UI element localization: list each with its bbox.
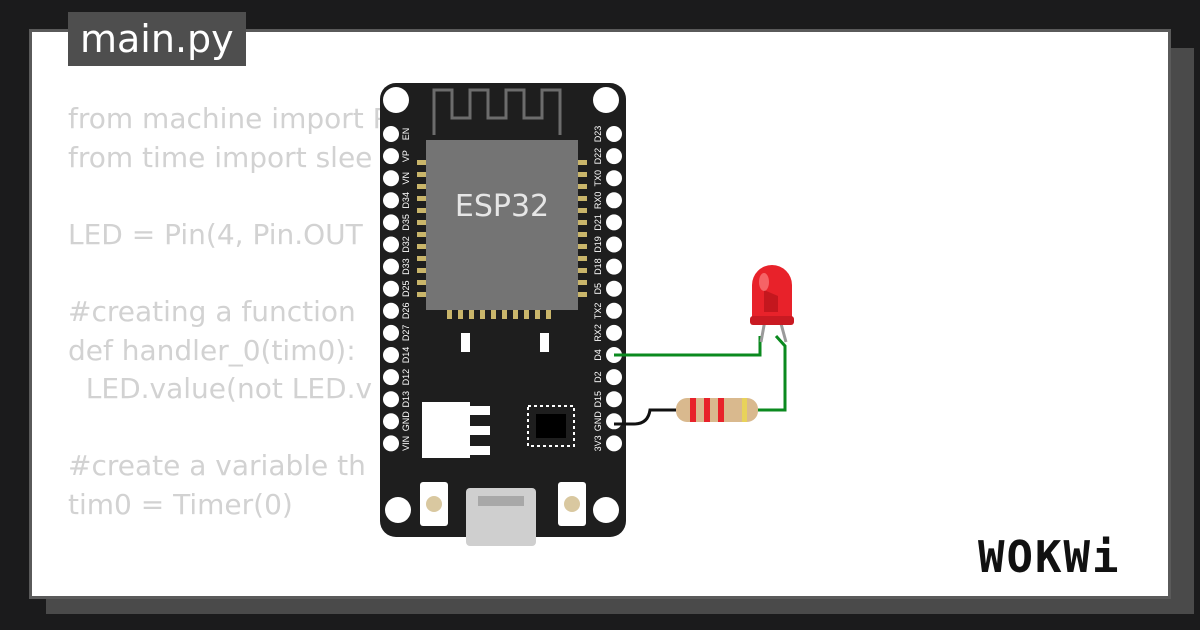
- pin-label: D18: [593, 258, 603, 275]
- mounting-hole: [593, 497, 619, 523]
- header-pin-vin[interactable]: [383, 435, 399, 452]
- wokwi-logo: WOKWi: [978, 532, 1121, 583]
- header-pin-d27[interactable]: [383, 324, 399, 341]
- pin-label: D4: [593, 349, 603, 361]
- antenna-trace: [432, 88, 562, 135]
- header-pin-d13[interactable]: [383, 391, 399, 408]
- pin-label: D13: [401, 391, 411, 408]
- reset-button[interactable]: [558, 482, 586, 526]
- pin-label: D5: [593, 283, 603, 295]
- header-pin-rx2[interactable]: [606, 324, 622, 341]
- wire-d4-to-led: [614, 336, 762, 357]
- header-pin-vn[interactable]: [383, 170, 399, 187]
- wire-resistor-to-led: [756, 334, 787, 412]
- module-pads: [417, 160, 587, 319]
- code-line: LED = Pin(4, Pin.OUT: [68, 217, 363, 251]
- header-pin-d35[interactable]: [383, 214, 399, 231]
- header-pin-d25[interactable]: [383, 280, 399, 297]
- pin-label: D22: [593, 148, 603, 165]
- code-line: #creating a function: [68, 294, 356, 328]
- voltage-regulator: [422, 402, 490, 458]
- header-pin-gnd[interactable]: [606, 413, 622, 430]
- chip-label: ESP32: [455, 189, 549, 224]
- pin-label: D34: [401, 192, 411, 209]
- pin-label: D25: [401, 280, 411, 297]
- code-line: from time import slee: [68, 140, 373, 174]
- header-pin-d12[interactable]: [383, 369, 399, 386]
- header-pin-vp[interactable]: [383, 148, 399, 165]
- smd-component: [540, 333, 549, 352]
- header-pin-en[interactable]: [383, 126, 399, 142]
- pin-label: D15: [593, 391, 603, 408]
- header-pin-d26[interactable]: [383, 302, 399, 319]
- header-pin-d21[interactable]: [606, 214, 622, 231]
- mounting-hole: [385, 497, 411, 523]
- pin-label: D12: [401, 369, 411, 386]
- header-pin-d5[interactable]: [606, 280, 622, 297]
- header-pin-d23[interactable]: [606, 126, 622, 142]
- esp32-module: [426, 140, 578, 310]
- pin-label: RX2: [593, 324, 603, 342]
- pin-label: 3V3: [593, 435, 603, 451]
- pin-label: D2: [593, 371, 603, 383]
- pin-label: TX2: [593, 303, 603, 320]
- code-line: LED.value(not LED.v: [68, 372, 373, 406]
- header-pin-d2[interactable]: [606, 369, 622, 386]
- mounting-hole: [593, 87, 619, 113]
- pin-label: D35: [401, 214, 411, 231]
- pin-label: D23: [593, 126, 603, 143]
- header-pin-d14[interactable]: [383, 347, 399, 363]
- header-pin-d15[interactable]: [606, 391, 622, 408]
- header-pin-d18[interactable]: [606, 258, 622, 275]
- pin-label: D14: [401, 347, 411, 364]
- pin-label: D26: [401, 303, 411, 320]
- usb-uart-chip: [527, 405, 575, 447]
- wire-gnd-to-resistor: [614, 408, 676, 426]
- pin-label: D19: [593, 236, 603, 253]
- pin-label: GND: [593, 411, 603, 432]
- header-pin-d34[interactable]: [383, 192, 399, 209]
- pin-label: TX0: [593, 170, 603, 187]
- usb-port-slot: [478, 496, 524, 506]
- pin-label: GND: [401, 411, 411, 432]
- header-pin-tx2[interactable]: [606, 302, 622, 319]
- header-pin-tx0[interactable]: [606, 170, 622, 187]
- pin-label: D32: [401, 236, 411, 253]
- mounting-hole: [383, 87, 409, 113]
- pin-label: D33: [401, 258, 411, 275]
- header-pin-d32[interactable]: [383, 236, 399, 253]
- pin-label: VP: [401, 150, 411, 162]
- led-red[interactable]: [750, 265, 794, 343]
- header-pin-d19[interactable]: [606, 236, 622, 253]
- code-line: #create a variable th: [68, 449, 366, 483]
- header-pin-gnd[interactable]: [383, 413, 399, 430]
- pin-label: VN: [401, 172, 411, 185]
- header-pin-d22[interactable]: [606, 148, 622, 165]
- pin-label: RX0: [593, 192, 603, 210]
- pin-label: EN: [401, 128, 411, 141]
- pin-label: D27: [401, 325, 411, 342]
- code-line: def handler_0(tim0):: [68, 333, 356, 367]
- header-pin-rx0[interactable]: [606, 192, 622, 209]
- pin-label: VIN: [401, 436, 411, 451]
- header-pin-3v3[interactable]: [606, 435, 622, 452]
- boot-button[interactable]: [420, 482, 448, 526]
- editor-tab-main-py[interactable]: main.py: [68, 12, 246, 66]
- resistor[interactable]: [676, 398, 758, 422]
- pin-label: D21: [593, 214, 603, 231]
- code-line: tim0 = Timer(0): [68, 487, 293, 521]
- smd-component: [461, 333, 470, 352]
- header-pin-d33[interactable]: [383, 258, 399, 275]
